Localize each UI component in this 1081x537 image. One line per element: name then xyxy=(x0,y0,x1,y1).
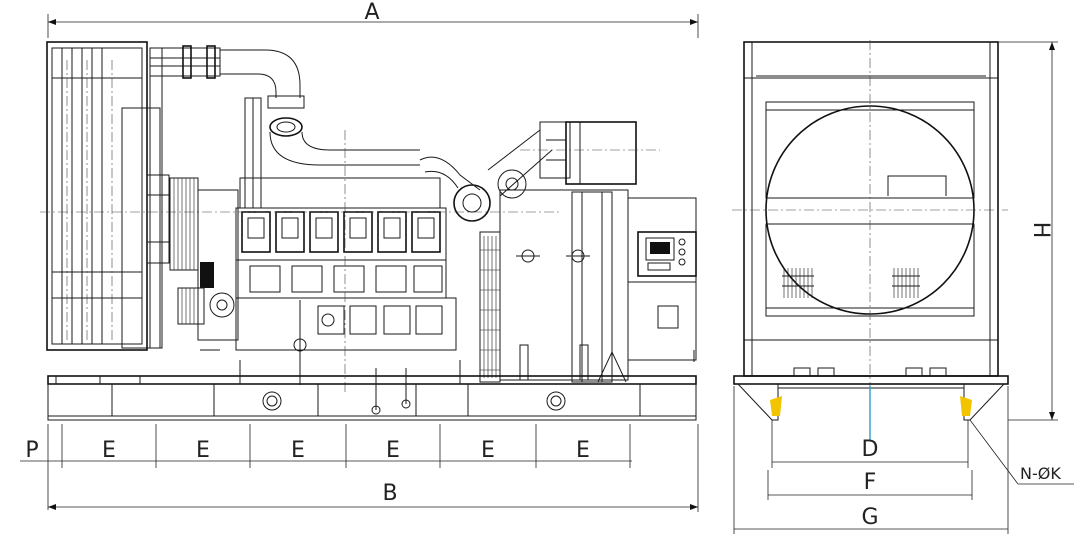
fin-cluster-left xyxy=(782,268,814,298)
label-e-6: E xyxy=(576,438,590,463)
dimension-h: H xyxy=(998,41,1058,421)
label-e-2: E xyxy=(196,438,210,463)
radiator xyxy=(46,41,170,351)
label-f: F xyxy=(864,470,877,495)
label-h: H xyxy=(1028,222,1053,239)
label-a: A xyxy=(364,0,379,25)
label-g: G xyxy=(861,505,878,530)
base-frame xyxy=(47,360,697,421)
label-e-3: E xyxy=(291,438,305,463)
side-view: A xyxy=(20,0,699,512)
label-e-4: E xyxy=(386,438,400,463)
dimension-d: D xyxy=(771,420,969,468)
label-d: D xyxy=(862,437,879,462)
fan-drive xyxy=(169,177,307,385)
label-p: P xyxy=(25,438,38,463)
label-n-k: N-ØK xyxy=(1020,464,1061,483)
engine xyxy=(40,130,560,395)
dimension-g: G xyxy=(733,386,1009,534)
alternator xyxy=(479,189,629,383)
front-view: H D F G N-ØK xyxy=(732,40,1074,534)
dimension-f: F xyxy=(767,470,973,500)
dimension-p-e: P E E E E E E xyxy=(20,424,632,510)
label-e-1: E xyxy=(102,438,116,463)
fin-cluster-right xyxy=(892,268,920,298)
callout-n-k: N-ØK xyxy=(969,419,1074,485)
turbocharger xyxy=(419,121,660,222)
dimension-b: B xyxy=(48,424,699,512)
label-b: B xyxy=(382,481,397,506)
label-e-5: E xyxy=(481,438,495,463)
control-panel xyxy=(627,197,697,362)
dimension-a: A xyxy=(47,0,699,38)
exhaust-pipe xyxy=(149,45,420,209)
